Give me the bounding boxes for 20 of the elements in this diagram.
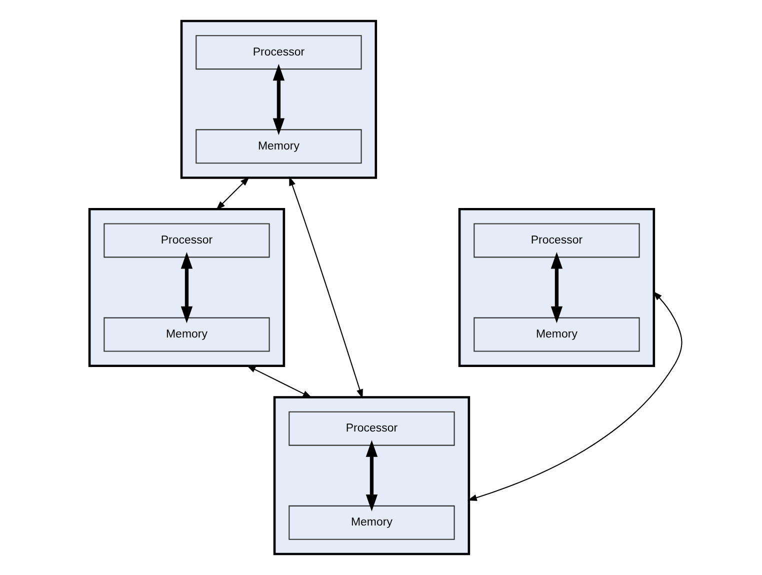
cluster [458, 208, 655, 368]
node-box: Processor [103, 223, 270, 258]
cluster [180, 20, 377, 179]
arrow [180, 252, 192, 324]
node-box: Processor [288, 411, 454, 446]
arrow [246, 365, 312, 398]
cluster [88, 208, 285, 368]
arrow [550, 252, 562, 324]
arrow [288, 176, 362, 399]
arrow [272, 64, 284, 136]
node-box: Memory [195, 129, 362, 164]
arrow [466, 291, 682, 501]
node-box: Processor [195, 35, 362, 70]
node-box: Processor [473, 223, 640, 258]
arrow [215, 176, 250, 210]
node-box: Memory [473, 317, 640, 352]
arrow [365, 440, 378, 512]
node-box: Memory [288, 505, 454, 540]
cluster [272, 396, 470, 556]
node-box: Memory [103, 317, 270, 352]
